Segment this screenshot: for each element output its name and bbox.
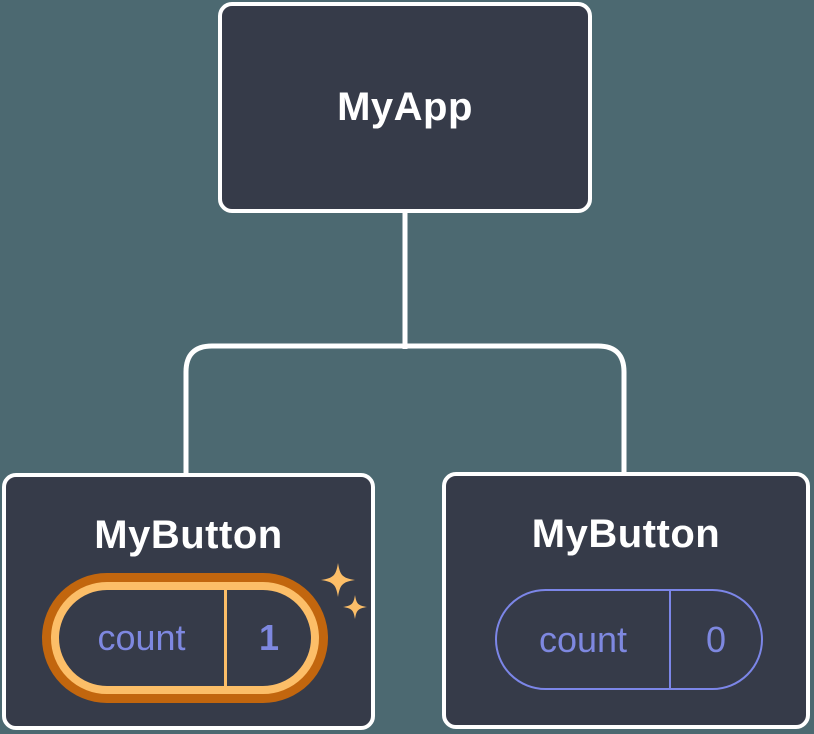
state-pill: count 0 <box>495 589 763 690</box>
state-value: 1 <box>224 590 311 686</box>
tree-node-mybutton-right: MyButton count 0 <box>442 472 810 729</box>
state-value: 0 <box>669 591 761 688</box>
node-title: MyButton <box>94 513 283 557</box>
state-pill-highlighted: count 1 <box>51 582 319 694</box>
connector-branch <box>183 343 627 474</box>
tree-node-mybutton-left: MyButton count 1 <box>2 473 375 730</box>
node-title: MyApp <box>337 85 473 129</box>
node-title: MyButton <box>531 512 721 556</box>
state-name: count <box>538 618 628 660</box>
tree-node-myapp: MyApp <box>218 2 592 213</box>
state-name: count <box>97 617 186 658</box>
